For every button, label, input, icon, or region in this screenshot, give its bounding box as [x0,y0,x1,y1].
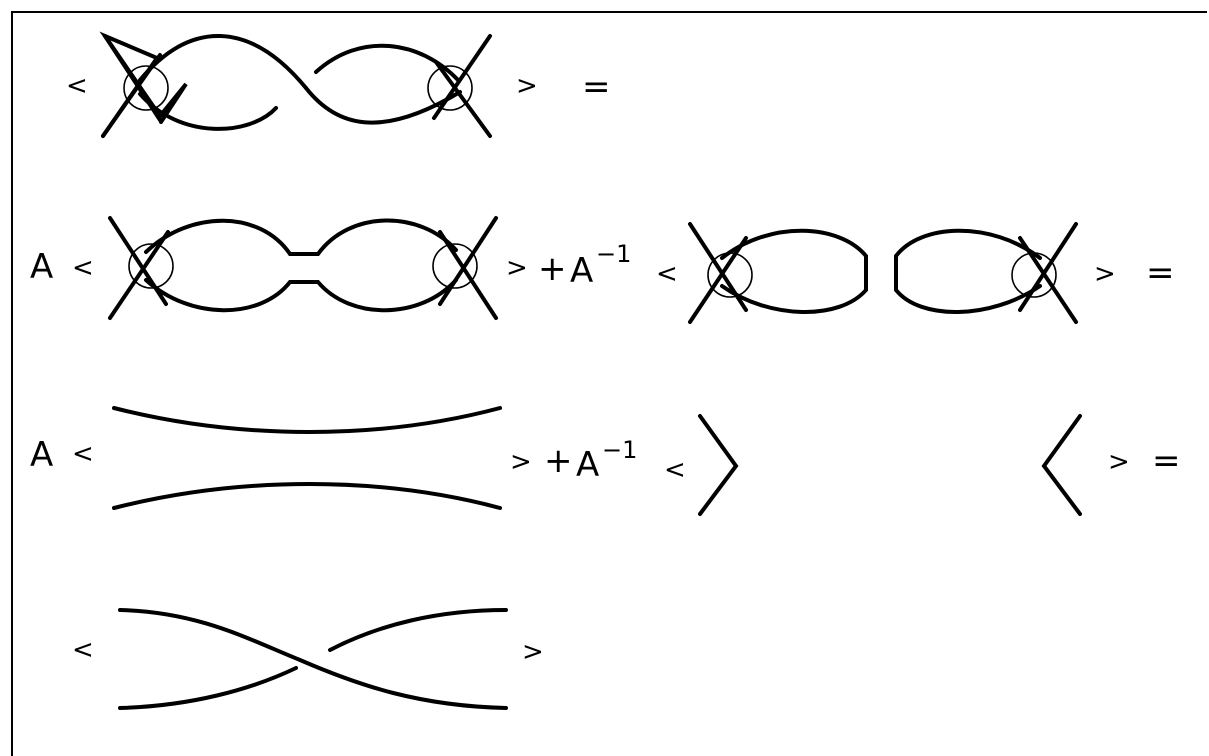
right-angle-bracket: > [510,447,532,477]
row-2-expansion: A < > + A −1 < > = [30,216,1175,324]
row-3-expansion: A < > + A −1 < > = [30,406,1181,516]
right-angle-bracket: > [506,253,528,283]
plus-sign: + [538,249,567,289]
lower-strand [112,482,502,510]
right-angle-bracket: > [1094,259,1116,289]
right-loop [894,228,1042,314]
equals-sign: = [1146,253,1175,293]
crossing-strand [108,230,170,320]
upper-arc [144,218,458,256]
virtual-crossing-marker [123,65,169,111]
equals-sign: = [582,67,611,107]
crossing-strand [438,216,498,306]
crossing-strand [1018,222,1078,312]
under-strand-left [118,666,298,710]
diagram-a-inverse-smoothing-virtual [688,222,1078,324]
coefficient-a: A [30,435,53,475]
crossing-strand [438,230,498,320]
left-angle-bracket: < [66,71,88,101]
exponent-minus-one: −1 [602,436,637,464]
coefficient-a: A [576,445,599,485]
row-4-classical-crossing: < > [72,608,544,710]
virtual-crossing-marker [1011,252,1057,298]
diagram-frame [11,11,1207,756]
under-strand-right [328,608,508,652]
virtual-crossing-marker [707,252,753,298]
diagram-horizontal-smoothing [112,406,502,510]
crossing-strand [434,60,492,138]
left-angle-bracket: < [72,253,94,283]
crossing-strand [688,236,748,324]
right-angle-bracket: > [522,637,544,667]
diagram-twisted-virtual-loops [99,31,492,138]
virtual-crossing-marker [432,243,478,289]
over-strand [118,608,508,710]
plus-sign: + [544,441,573,481]
middle-crossing [304,86,462,125]
coefficient-a: A [570,251,593,291]
crossing-strand [1018,236,1078,324]
left-angle-bracket: < [72,439,94,469]
virtual-crossing-marker [427,65,473,111]
row-1-virtual-twist: < > = [66,31,611,138]
left-angle-bracket: < [656,259,678,289]
equals-sign: = [1152,441,1181,481]
crossing-strand [432,34,492,120]
left-angle-bracket: < [72,635,94,665]
left-angle-bracket: < [664,455,686,485]
exponent-minus-one: −1 [596,240,631,268]
right-angle-bracket: > [1108,447,1130,477]
diagram-a-smoothing-virtual [108,216,498,320]
left-strand [698,414,739,516]
left-loop [720,228,868,314]
virtual-crossing-marker [128,243,174,289]
upper-arc [138,34,308,90]
coefficient-a: A [30,247,53,287]
right-angle-bracket: > [516,71,538,101]
diagram-classical-crossing [118,608,508,710]
upper-strand [112,406,502,434]
right-strand [1041,414,1082,516]
diagram-vertical-smoothing [698,414,1082,516]
lower-arc [144,278,458,313]
